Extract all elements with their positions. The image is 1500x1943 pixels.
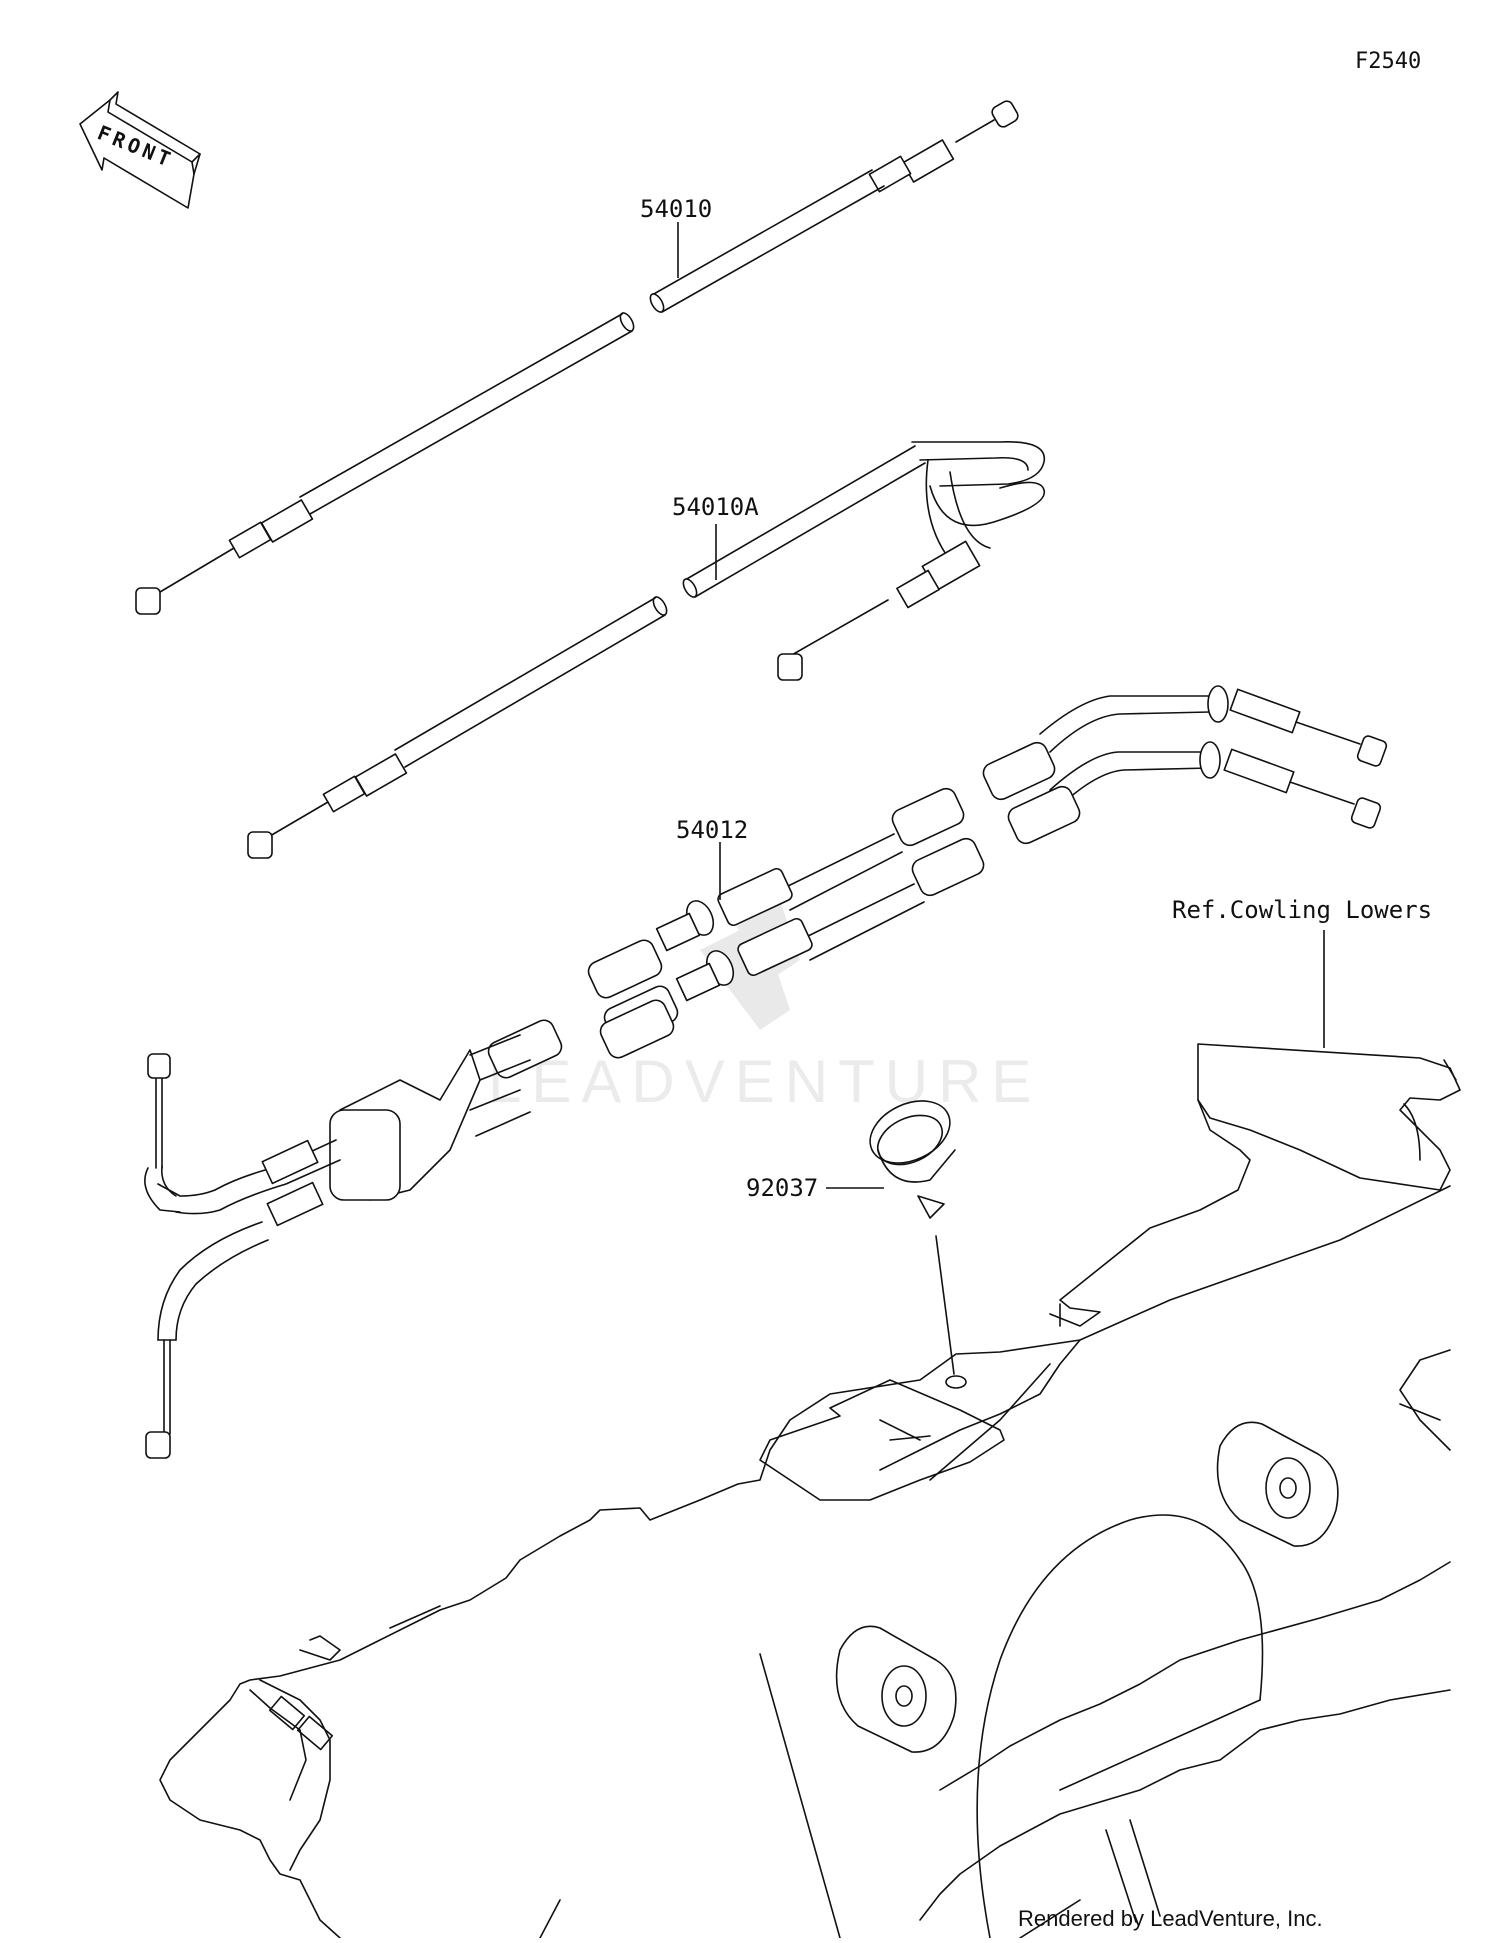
footer-credit: Rendered by LeadVenture, Inc.: [1018, 1906, 1323, 1931]
reference-label: Ref.Cowling Lowers: [1172, 896, 1432, 924]
part-number-54012: 54012: [676, 816, 748, 844]
part-number-92037: 92037: [746, 1174, 818, 1202]
diagram-code: F2540: [1355, 49, 1421, 74]
clamp-92037: [826, 1100, 967, 1389]
part-number-54010: 54010: [640, 195, 712, 223]
cable-54012: [144, 685, 1388, 1459]
front-arrow-icon: FRONT: [79, 91, 201, 209]
cowling-lowers-outline: [159, 1043, 1461, 1939]
cable-54010: [135, 100, 1019, 615]
watermark-text: LEADVENTURE: [488, 1048, 1041, 1115]
part-number-54010a: 54010A: [672, 493, 759, 521]
cable-54010a: [247, 441, 1045, 859]
